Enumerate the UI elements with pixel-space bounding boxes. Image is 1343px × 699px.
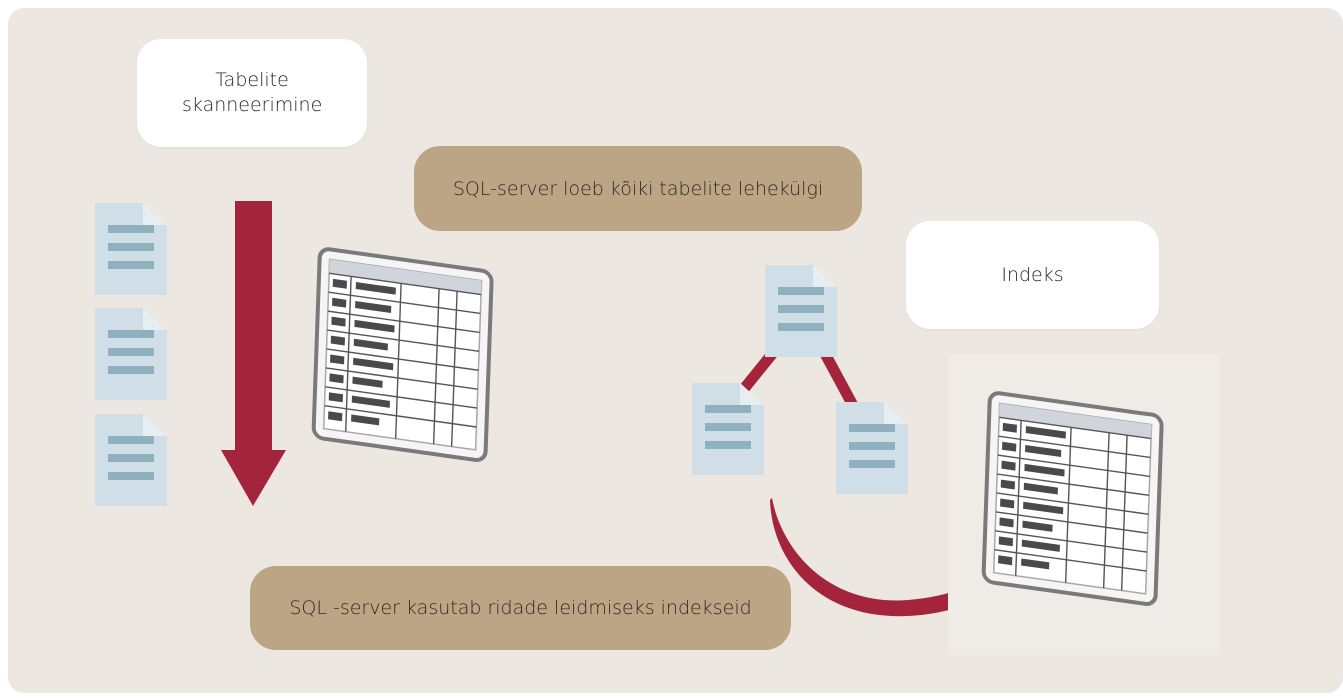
scan-arrow [221, 201, 286, 506]
table-icon-left [313, 248, 492, 461]
reads-all-pages-text: SQL-server loeb kõiki tabelite lehekülgi [452, 177, 824, 200]
page-icon-left-1 [95, 203, 167, 295]
table-scan-label: Tabelite skanneerimine [137, 39, 367, 147]
page-icon-index-right [836, 402, 908, 494]
table-icon-right [983, 392, 1162, 605]
table-scan-text: Tabelite skanneerimine [182, 69, 323, 116]
index-label: Indeks [906, 221, 1159, 329]
reads-all-pages-label: SQL-server loeb kõiki tabelite lehekülgi [414, 146, 862, 231]
page-icon-left-3 [95, 414, 167, 506]
page-icon-index-left [692, 383, 764, 475]
uses-indexes-text: SQL -server kasutab ridade leidmiseks in… [289, 597, 752, 619]
page-icon-left-2 [95, 308, 167, 400]
index-text: Indeks [1001, 263, 1064, 286]
uses-indexes-label: SQL -server kasutab ridade leidmiseks in… [250, 566, 791, 650]
page-icon-index-root [765, 265, 837, 357]
